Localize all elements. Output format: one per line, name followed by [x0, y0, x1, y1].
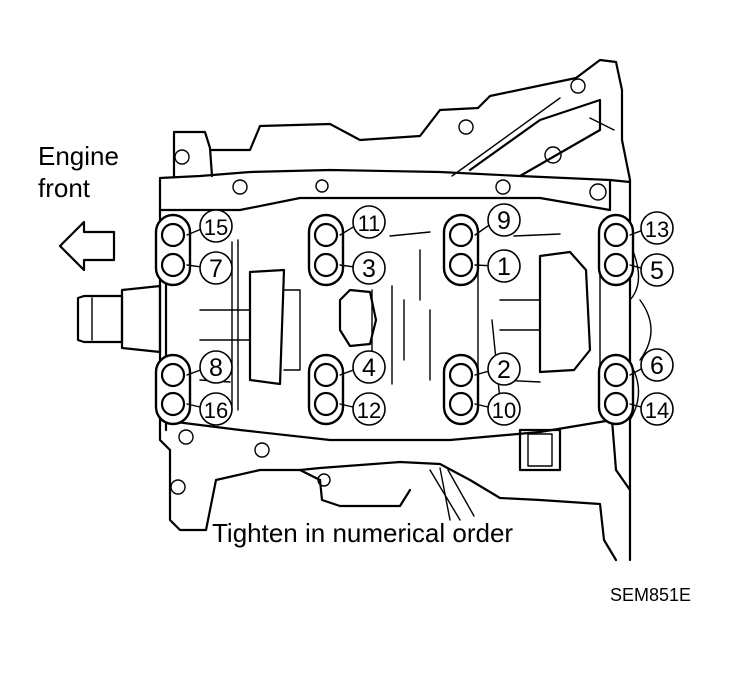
sequence-leader: [629, 367, 643, 376]
bearing-cap-bolt: [160, 391, 186, 417]
bearing-cap-bolt: [160, 252, 186, 278]
sequence-number-9: 9: [497, 207, 511, 235]
crankshaft-nose: [76, 284, 162, 354]
sequence-number-14: 14: [645, 398, 669, 423]
sequence-circle: [199, 251, 233, 285]
crankshaft-detail: [199, 231, 601, 411]
sequence-circle: [487, 203, 521, 237]
instruction-leader-line: [439, 467, 451, 521]
sequence-number-2: 2: [497, 356, 511, 384]
bearing-cap-bolt: [603, 222, 629, 248]
bearing-cap-bolt: [448, 362, 474, 388]
sequence-circle: [199, 209, 233, 243]
engine-block-outline: [158, 58, 652, 562]
sequence-number-3: 3: [362, 255, 376, 283]
sequence-circle: [199, 350, 233, 384]
sequence-leader: [474, 264, 490, 267]
sequence-leader: [339, 369, 355, 376]
sequence-leader: [186, 403, 202, 408]
sequence-number-5: 5: [650, 257, 664, 285]
sequence-leader: [186, 369, 202, 376]
sequence-number-7: 7: [209, 255, 223, 283]
bearing-cap-bolt: [160, 222, 186, 248]
figure-code: SEM851E: [610, 585, 691, 605]
sequence-circle: [640, 253, 674, 287]
sequence-leader: [474, 403, 490, 408]
sequence-leader: [186, 264, 202, 268]
sequence-number-15: 15: [204, 215, 228, 240]
bearing-cap-bolt: [603, 362, 629, 388]
sequence-circle: [487, 352, 521, 386]
sequence-circle: [352, 350, 386, 384]
sequence-number-10: 10: [492, 398, 516, 423]
sequence-leader: [629, 264, 643, 269]
sequence-number-12: 12: [357, 398, 381, 423]
sequence-circle: [487, 392, 521, 426]
sequence-number-16: 16: [204, 398, 228, 423]
sequence-leader: [474, 370, 490, 376]
bearing-cap-bolt: [448, 222, 474, 248]
sequence-leader: [186, 228, 202, 236]
sequence-leader: [339, 264, 355, 268]
sequence-number-1: 1: [497, 253, 511, 281]
sequence-circle: [352, 251, 386, 285]
bearing-cap-bolt: [603, 391, 629, 417]
bearing-cap-bolt: [448, 252, 474, 278]
engine-front-label-line2: front: [38, 173, 91, 203]
arrow-left-icon: [58, 220, 116, 272]
bearing-cap-bolt: [160, 362, 186, 388]
bearing-cap-bolt: [603, 252, 629, 278]
sequence-circle: [352, 392, 386, 426]
sequence-circle: [640, 211, 674, 245]
bearing-cap-bolt: [313, 362, 339, 388]
bearing-cap-bolt: [313, 391, 339, 417]
sequence-leader: [629, 229, 643, 236]
sequence-number-4: 4: [362, 354, 376, 382]
sequence-number-8: 8: [209, 354, 223, 382]
sequence-circle: [487, 249, 521, 283]
bearing-cap-bolt: [448, 391, 474, 417]
main-bearing-bolts: [154, 213, 635, 426]
sequence-circle: [640, 348, 674, 382]
sequence-leader: [474, 224, 490, 236]
sequence-number-11: 11: [358, 211, 381, 236]
sequence-leader: [629, 403, 643, 408]
engine-front-label-line1: Engine: [38, 141, 119, 171]
bearing-cap-bolt: [313, 222, 339, 248]
leader-lines: [186, 224, 643, 408]
sequence-number-13: 13: [645, 217, 669, 242]
instruction-text: Tighten in numerical order: [212, 518, 513, 548]
bearing-cap-bolt: [313, 252, 339, 278]
sequence-circle: [352, 205, 386, 239]
sequence-circle: [199, 392, 233, 426]
sequence-leader: [339, 225, 355, 236]
sequence-circle: [640, 392, 674, 426]
mounting-holes: [170, 78, 607, 495]
sequence-leader: [339, 403, 355, 408]
sequence-number-6: 6: [650, 352, 664, 380]
